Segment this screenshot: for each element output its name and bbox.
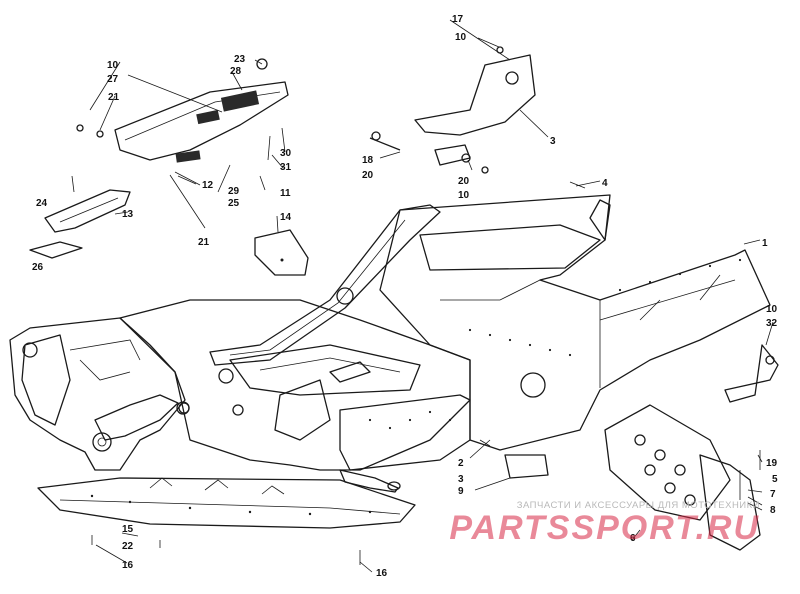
callout-28: 28 xyxy=(230,66,242,77)
dash-panel xyxy=(114,58,289,163)
callout-18: 18 xyxy=(362,155,374,166)
rear-step xyxy=(604,344,779,551)
brace-bracket xyxy=(29,175,131,259)
callout-15: 15 xyxy=(122,524,134,535)
callout-6: 6 xyxy=(630,533,636,544)
callout-9: 9 xyxy=(458,486,464,497)
callout-10-bracket: 10 xyxy=(455,32,467,43)
callout-14: 14 xyxy=(280,212,292,223)
front-bulkhead xyxy=(9,317,190,471)
callout-3-lower: 3 xyxy=(458,474,464,485)
callout-8: 8 xyxy=(770,505,776,516)
callout-10-mid: 10 xyxy=(458,190,470,201)
callout-27: 27 xyxy=(107,74,119,85)
callout-7: 7 xyxy=(770,489,776,500)
callout-16-right: 16 xyxy=(376,568,388,579)
belly-pan xyxy=(37,477,416,529)
callout-20-left: 20 xyxy=(362,170,374,181)
tunnel-center xyxy=(119,299,471,493)
watermark-brand: PARTSSPORT.RU xyxy=(449,509,760,547)
callout-29: 29 xyxy=(228,186,240,197)
callout-13: 13 xyxy=(122,209,134,220)
callout-25: 25 xyxy=(228,198,240,209)
upper-rail xyxy=(209,204,441,366)
callout-5: 5 xyxy=(772,474,778,485)
callout-30: 30 xyxy=(280,148,292,159)
callout-21-bottom: 21 xyxy=(198,237,210,248)
callout-21-top: 21 xyxy=(108,92,120,103)
callout-24: 24 xyxy=(36,198,48,209)
callout-2: 2 xyxy=(458,458,464,469)
callout-19: 19 xyxy=(766,458,778,469)
callout-3-upper: 3 xyxy=(550,136,556,147)
callout-labels: 1 2 3 3 4 5 6 7 8 9 10 10 10 10 11 12 13… xyxy=(32,14,778,579)
callout-1: 1 xyxy=(762,238,768,249)
callout-22: 22 xyxy=(122,541,134,552)
mount-plate xyxy=(254,229,309,276)
callout-11: 11 xyxy=(280,188,291,199)
rear-tunnel xyxy=(336,194,771,479)
callout-23: 23 xyxy=(234,54,246,65)
rear-bracket xyxy=(369,46,536,174)
callout-20-right: 20 xyxy=(458,176,470,187)
callout-12: 12 xyxy=(202,180,214,191)
callout-17: 17 xyxy=(452,14,464,25)
callout-10-right: 10 xyxy=(766,304,778,315)
watermark: ЗАПЧАСТИ И АКСЕССУАРЫ ДЛЯ МОТОТЕХНИКИ PA… xyxy=(449,500,760,545)
rivet-rows xyxy=(368,258,742,430)
callout-4: 4 xyxy=(602,178,608,189)
callout-26: 26 xyxy=(32,262,44,273)
watermark-tagline: ЗАПЧАСТИ И АКСЕССУАРЫ ДЛЯ МОТОТЕХНИКИ xyxy=(516,500,760,511)
callout-10-dash: 10 xyxy=(107,60,119,71)
callout-16-left: 16 xyxy=(122,560,134,571)
leader-lines xyxy=(89,19,774,573)
fasteners xyxy=(76,124,761,565)
callout-32: 32 xyxy=(766,318,778,329)
callout-31: 31 xyxy=(280,162,292,173)
